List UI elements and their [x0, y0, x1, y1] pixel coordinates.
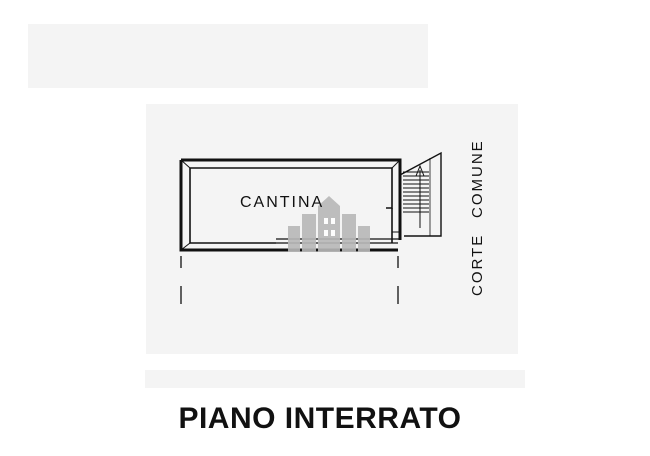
building-watermark-icon — [288, 196, 370, 252]
floor-title: PIANO INTERRATO — [178, 402, 462, 435]
room-label: CANTINA — [240, 194, 324, 211]
side-label-bottom: COMUNE — [469, 139, 486, 218]
dimension-lines — [180, 256, 399, 304]
floor-plan-drawing: CANTINA CORTE COMUNE — [28, 24, 525, 388]
stairs-icon — [399, 151, 442, 237]
side-label-top: CORTE — [469, 234, 486, 296]
